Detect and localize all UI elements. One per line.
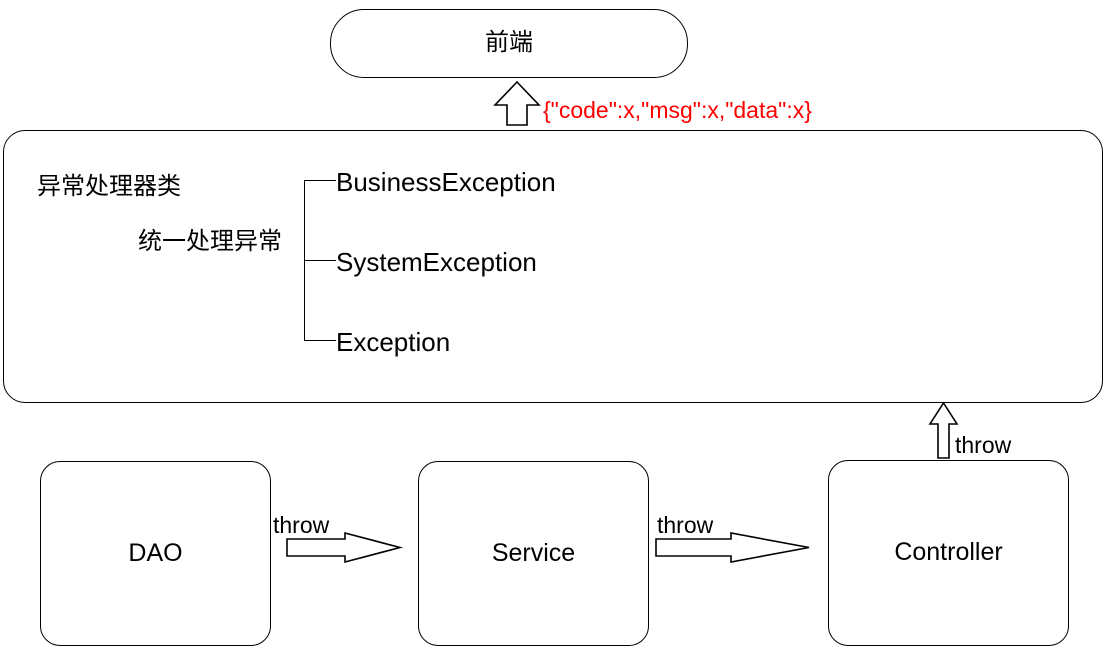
handler-subtitle-label: 统一处理异常 (138, 228, 282, 255)
edge-label-throw-controller: throw (955, 432, 1012, 458)
exception-bracket-stub-1 (304, 260, 336, 261)
exception-bracket-stub-0 (304, 180, 336, 181)
handler-title-label: 异常处理器类 (37, 173, 181, 200)
node-controller-label: Controller (894, 538, 1003, 567)
response-payload-label: {"code":x,"msg":x,"data":x} (543, 97, 812, 123)
node-dao-label: DAO (128, 538, 183, 567)
arrow-up-to-frontend-icon (493, 80, 541, 126)
exception-item-system: SystemException (336, 247, 537, 277)
arrow-up-to-handler-icon (928, 401, 959, 459)
node-service-label: Service (491, 538, 576, 567)
node-controller[interactable]: Controller (828, 460, 1069, 646)
exception-item-business: BusinessException (336, 167, 556, 197)
node-frontend-label: 前端 (485, 29, 533, 57)
edge-label-throw-service: throw (657, 512, 714, 538)
arrow-right-dao-to-service-icon (286, 531, 404, 564)
node-dao[interactable]: DAO (40, 461, 271, 646)
node-frontend[interactable]: 前端 (330, 9, 688, 78)
edge-label-throw-dao: throw (273, 512, 330, 538)
arrow-right-service-to-controller-icon (655, 532, 810, 563)
exception-bracket-stub-2 (304, 340, 336, 341)
node-service[interactable]: Service (418, 461, 649, 646)
node-exception-handler[interactable] (3, 130, 1103, 403)
exception-item-exception: Exception (336, 327, 451, 357)
